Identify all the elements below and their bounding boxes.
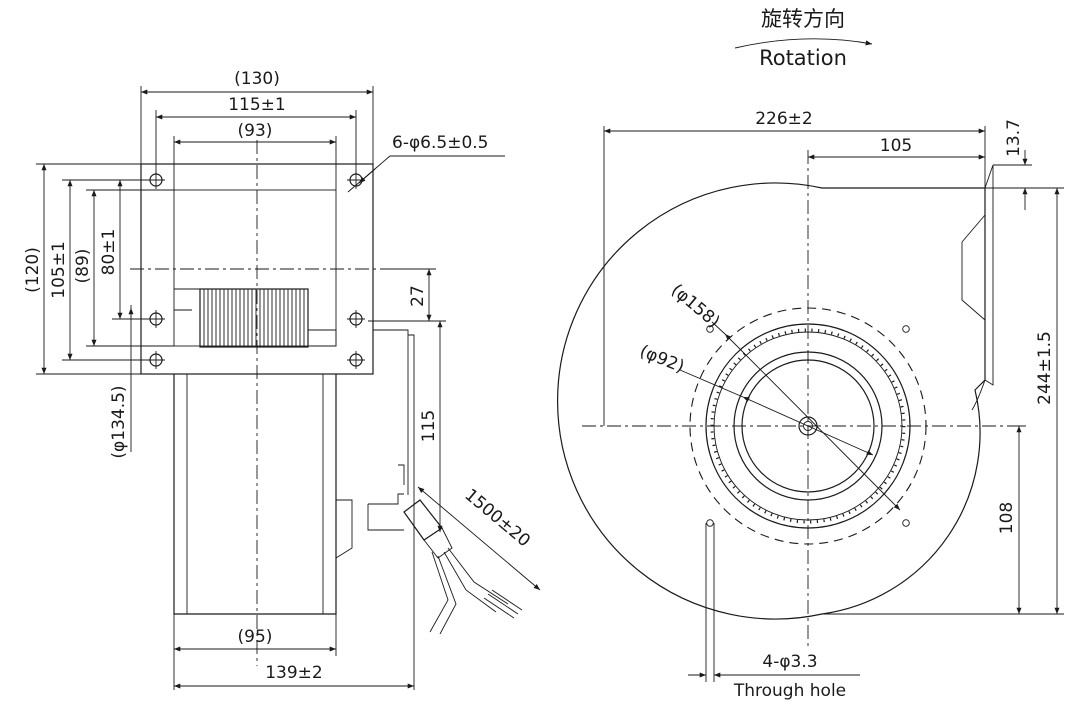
dim-27: 27	[408, 285, 428, 307]
dim-105: 105±1	[49, 241, 69, 299]
dim-cable: 1500±20	[460, 485, 533, 551]
leader-phi158	[711, 321, 726, 335]
ext-226	[603, 126, 986, 426]
dim-115: 115±1	[228, 95, 286, 115]
housing-walls	[186, 374, 324, 614]
inlet-ring	[174, 288, 200, 311]
outlet-lip	[961, 214, 986, 321]
impeller-fins	[199, 288, 309, 348]
front-mounting-holes	[706, 325, 910, 527]
dim-holes: 6-φ6.5±0.5	[392, 133, 488, 153]
dim-line-phi92	[742, 396, 874, 456]
dim-phi158: (φ158)	[667, 280, 723, 332]
outlet-flange	[984, 164, 994, 386]
dim-93: (93)	[238, 121, 273, 141]
tongue	[971, 379, 986, 411]
dim-front-holes: 4-φ3.3	[762, 652, 817, 672]
flange-inner-outline	[173, 189, 337, 347]
impeller-blades	[710, 328, 906, 524]
dim-226: 226±2	[755, 109, 813, 129]
ext-130	[140, 86, 374, 164]
housing-body	[173, 374, 337, 615]
ext-hole	[705, 523, 715, 682]
ext-89	[86, 189, 174, 347]
ext-115	[155, 110, 357, 174]
side-view: (130) 115±1 (93) 6-φ6.5±0.5 (120) 105±1 …	[23, 69, 541, 690]
leader-phi92	[679, 369, 744, 398]
rotation-label-cn: 旋转方向	[761, 7, 845, 31]
dim-80: 80±1	[99, 229, 119, 276]
cable-gland	[367, 464, 453, 559]
ext-13-7	[985, 164, 1064, 189]
dim-108: 108	[997, 502, 1017, 534]
housing-side-bulge	[335, 499, 353, 559]
dim-120: (120)	[23, 247, 43, 293]
dim-13-7: 13.7	[1004, 119, 1024, 157]
dim-89: (89)	[73, 249, 93, 284]
dim-130: (130)	[234, 69, 280, 89]
lead-bracket	[373, 329, 415, 495]
ext-120	[36, 163, 141, 375]
dim-line-cable	[417, 486, 541, 591]
rotation-label-en: Rotation	[759, 46, 847, 70]
rotation-arrow	[734, 38, 873, 49]
ext-93	[173, 136, 337, 190]
dim-244: 244±1.5	[1035, 331, 1055, 405]
lead-wires	[429, 547, 523, 635]
dim-105: 105	[880, 136, 912, 156]
dim-139: 139±2	[265, 663, 323, 683]
through-hole-label: Through hole	[733, 681, 846, 701]
motor-hub	[308, 329, 337, 347]
flange-holes	[147, 171, 365, 369]
dim-134-5: (φ134.5)	[109, 385, 129, 458]
front-view: (φ158) (φ92) 226±2 105 13.7 244±1.5 108 …	[556, 109, 1064, 701]
leader-holes	[347, 155, 505, 193]
dim-phi92: (φ92)	[637, 341, 687, 377]
dim-115-lead: 115	[419, 410, 439, 442]
dim-95: (95)	[238, 627, 273, 647]
scroll-housing	[556, 182, 986, 620]
leader-holes-arrow	[358, 168, 376, 184]
rotation-indicator: 旋转方向 Rotation	[734, 7, 873, 70]
